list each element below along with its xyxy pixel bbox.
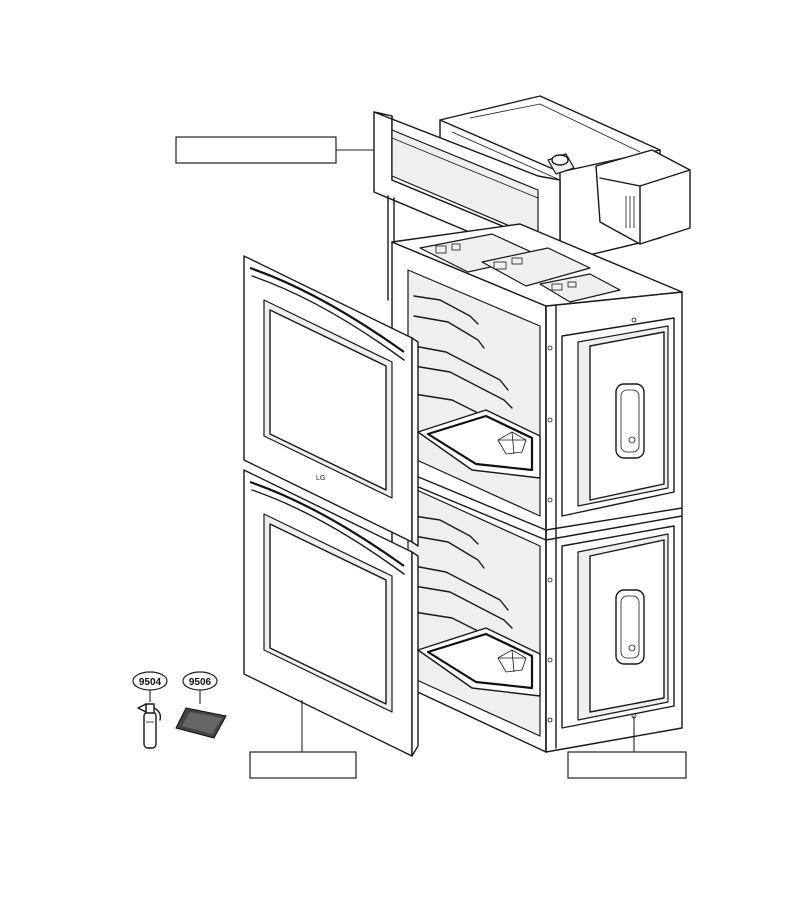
part-9504[interactable]: 9504 — [132, 671, 168, 749]
cleaning-pad-icon — [175, 707, 227, 739]
cavity-assembly-label-box — [567, 751, 687, 779]
callout-number-9506: 9506 — [189, 677, 212, 688]
callout-number-9504: 9504 — [139, 677, 162, 688]
leader-lines — [301, 149, 635, 752]
control-panel-assembly[interactable] — [373, 95, 691, 301]
spray-bottle-icon — [137, 703, 162, 749]
oven-cabinet-assembly[interactable] — [391, 223, 683, 753]
door-assembly-label-box — [249, 751, 357, 779]
oven-door-assembly[interactable]: LG — [243, 255, 419, 757]
door-logo-text: LG — [316, 475, 325, 482]
part-9506[interactable]: 9506 — [175, 671, 227, 739]
control-panel-label-box — [175, 136, 337, 164]
